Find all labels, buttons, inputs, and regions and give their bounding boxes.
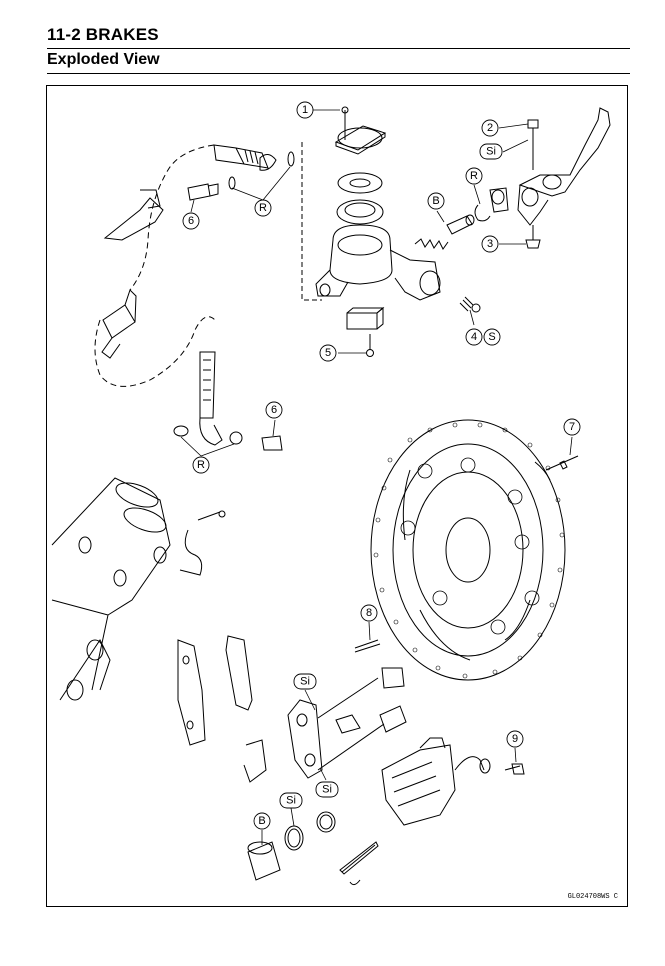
callout-r-c: R	[192, 456, 210, 474]
callout-9: 9	[506, 730, 524, 748]
svg-text:S: S	[488, 331, 495, 343]
svg-text:B: B	[258, 815, 265, 827]
callout-si-c: Si	[315, 781, 339, 798]
header-divider	[47, 48, 630, 49]
svg-text:4: 4	[471, 331, 477, 343]
svg-text:B: B	[432, 195, 439, 207]
mid-hose-fitting	[101, 289, 137, 359]
diagram-frame	[46, 85, 628, 907]
upper-brake-hose	[94, 144, 295, 387]
svg-text:7: 7	[569, 421, 575, 433]
svg-text:Si: Si	[486, 146, 496, 158]
figure-code: GL024708WS C	[567, 893, 618, 901]
brake-disc	[370, 419, 579, 681]
callout-5: 5	[319, 344, 337, 362]
callout-2: 2	[481, 119, 499, 137]
callout-8: 8	[360, 604, 378, 622]
callout-s-a: S	[483, 328, 501, 346]
svg-text:Si: Si	[300, 676, 310, 688]
svg-text:R: R	[197, 459, 205, 471]
page-subtitle: Exploded View	[47, 51, 160, 68]
brake-caliper	[339, 737, 525, 886]
svg-text:R: R	[259, 202, 267, 214]
callout-r-a: R	[465, 167, 483, 185]
svg-text:3: 3	[487, 238, 493, 250]
svg-text:R: R	[470, 170, 478, 182]
brake-pads	[177, 635, 267, 783]
callout-3: 3	[481, 235, 499, 253]
svg-text:1: 1	[302, 104, 308, 116]
front-fork-leg	[51, 477, 226, 701]
svg-text:5: 5	[325, 347, 331, 359]
leader-lines	[180, 109, 573, 845]
svg-text:2: 2	[487, 122, 493, 134]
svg-text:Si: Si	[286, 795, 296, 807]
callout-4: 4	[465, 328, 483, 346]
lower-brake-hose	[173, 351, 283, 451]
caliper-bracket	[287, 639, 407, 779]
callout-b-b: B	[253, 812, 271, 830]
svg-text:6: 6	[188, 215, 194, 227]
callout-r-b: R	[254, 199, 272, 217]
callout-6b: 6	[265, 401, 283, 419]
svg-text:8: 8	[366, 607, 372, 619]
svg-text:6: 6	[271, 404, 277, 416]
master-cylinder-assembly	[301, 106, 481, 357]
callout-6a: 6	[182, 212, 200, 230]
callout-7: 7	[563, 418, 581, 436]
svg-text:Si: Si	[322, 784, 332, 796]
callout-si-b: Si	[293, 673, 317, 690]
page-section-title: 11-2 BRAKES	[47, 25, 159, 44]
callout-si-a: Si	[479, 143, 503, 160]
callout-b-a: B	[427, 192, 445, 210]
svg-text:9: 9	[512, 733, 518, 745]
callout-1: 1	[296, 101, 314, 119]
subtitle-divider	[47, 73, 630, 74]
brake-lever-assembly	[474, 107, 611, 249]
callout-si-d: Si	[279, 792, 303, 809]
